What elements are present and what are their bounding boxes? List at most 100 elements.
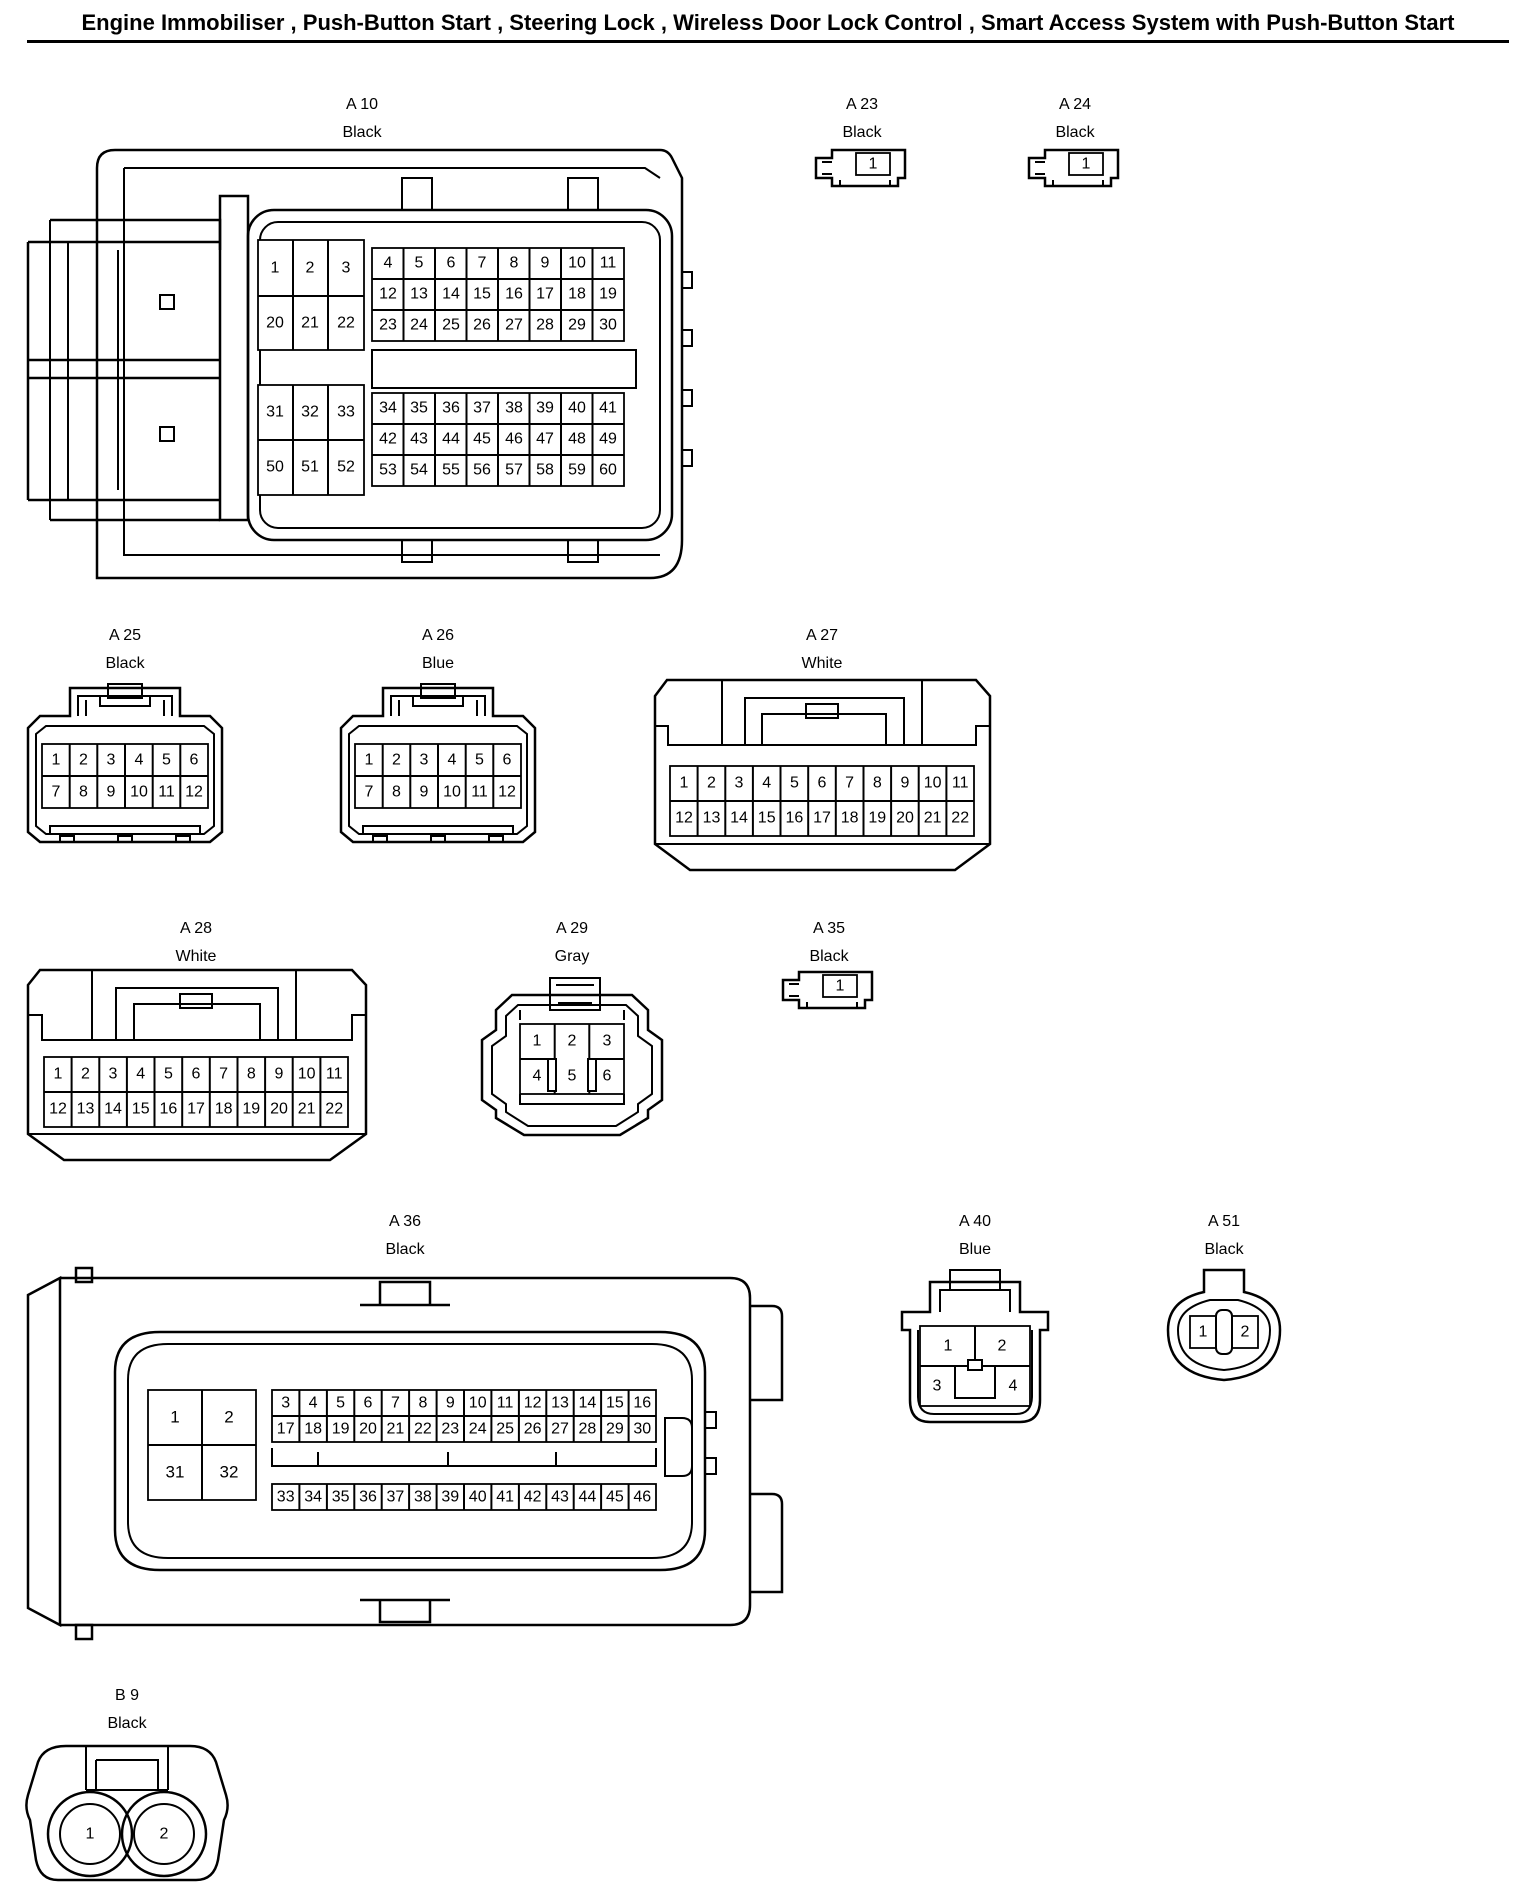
svg-text:7: 7 — [52, 784, 61, 801]
svg-text:46: 46 — [505, 431, 523, 448]
svg-text:22: 22 — [337, 315, 355, 332]
connector-color: Black — [842, 124, 882, 141]
svg-text:17: 17 — [813, 810, 831, 827]
svg-text:2: 2 — [1241, 1324, 1250, 1341]
svg-text:60: 60 — [599, 462, 617, 479]
svg-text:29: 29 — [568, 317, 586, 334]
svg-text:26: 26 — [524, 1421, 542, 1438]
connector-id: A 25 — [109, 627, 141, 644]
svg-text:30: 30 — [599, 317, 617, 334]
svg-text:5: 5 — [164, 1066, 173, 1083]
svg-text:9: 9 — [446, 1395, 455, 1412]
svg-text:30: 30 — [633, 1421, 651, 1438]
svg-text:17: 17 — [277, 1421, 295, 1438]
svg-text:1: 1 — [365, 752, 374, 769]
svg-text:7: 7 — [391, 1395, 400, 1412]
svg-text:12: 12 — [498, 784, 516, 801]
svg-text:8: 8 — [873, 775, 882, 792]
svg-text:25: 25 — [442, 317, 460, 334]
svg-text:27: 27 — [505, 317, 523, 334]
svg-text:11: 11 — [471, 784, 488, 801]
svg-text:4: 4 — [762, 775, 771, 792]
svg-text:39: 39 — [441, 1489, 459, 1506]
svg-text:6: 6 — [503, 752, 512, 769]
svg-text:1: 1 — [1082, 156, 1091, 173]
svg-text:1: 1 — [944, 1338, 953, 1355]
svg-text:4: 4 — [135, 752, 144, 769]
svg-text:41: 41 — [496, 1489, 514, 1506]
connector-color: Blue — [422, 655, 454, 672]
svg-text:3: 3 — [603, 1033, 612, 1050]
svg-text:21: 21 — [298, 1101, 316, 1118]
svg-text:10: 10 — [469, 1395, 487, 1412]
svg-text:4: 4 — [448, 752, 457, 769]
pin-grid-a40: 1 2 3 4 — [919, 1325, 1031, 1407]
svg-text:9: 9 — [541, 255, 550, 272]
svg-text:31: 31 — [266, 404, 284, 421]
svg-text:5: 5 — [162, 752, 171, 769]
connector-color: Black — [342, 124, 382, 141]
svg-text:8: 8 — [510, 255, 519, 272]
svg-text:1: 1 — [1199, 1324, 1208, 1341]
svg-text:39: 39 — [536, 400, 554, 417]
connector-id: A 29 — [556, 920, 588, 937]
svg-text:13: 13 — [410, 286, 428, 303]
svg-text:4: 4 — [1009, 1378, 1018, 1395]
svg-text:33: 33 — [277, 1489, 295, 1506]
svg-text:41: 41 — [599, 400, 617, 417]
svg-text:11: 11 — [158, 784, 175, 801]
svg-text:22: 22 — [414, 1421, 432, 1438]
svg-text:2: 2 — [160, 1826, 169, 1843]
svg-text:3: 3 — [933, 1378, 942, 1395]
svg-text:23: 23 — [441, 1421, 459, 1438]
svg-text:16: 16 — [633, 1395, 651, 1412]
svg-text:14: 14 — [579, 1395, 597, 1412]
svg-text:1: 1 — [170, 1408, 179, 1427]
svg-text:14: 14 — [104, 1101, 122, 1118]
svg-text:32: 32 — [220, 1463, 239, 1482]
svg-text:42: 42 — [379, 431, 397, 448]
svg-text:6: 6 — [192, 1066, 201, 1083]
svg-text:56: 56 — [473, 462, 491, 479]
svg-text:2: 2 — [998, 1338, 1007, 1355]
svg-text:1: 1 — [52, 752, 61, 769]
svg-text:15: 15 — [132, 1101, 150, 1118]
svg-text:36: 36 — [359, 1489, 377, 1506]
svg-text:12: 12 — [379, 286, 397, 303]
svg-text:27: 27 — [551, 1421, 569, 1438]
svg-text:53: 53 — [379, 462, 397, 479]
svg-text:4: 4 — [384, 255, 393, 272]
svg-text:10: 10 — [130, 784, 148, 801]
svg-text:6: 6 — [818, 775, 827, 792]
svg-text:9: 9 — [107, 784, 116, 801]
svg-text:49: 49 — [599, 431, 617, 448]
svg-text:45: 45 — [473, 431, 491, 448]
svg-text:43: 43 — [551, 1489, 569, 1506]
svg-text:3: 3 — [281, 1395, 290, 1412]
svg-text:19: 19 — [242, 1101, 260, 1118]
svg-text:37: 37 — [387, 1489, 405, 1506]
svg-text:9: 9 — [901, 775, 910, 792]
connector-id: A 28 — [180, 920, 212, 937]
svg-text:29: 29 — [606, 1421, 624, 1438]
svg-text:38: 38 — [505, 400, 523, 417]
connector-b9: B 9 Black 1 2 — [25, 1687, 229, 1882]
svg-text:37: 37 — [473, 400, 491, 417]
svg-text:28: 28 — [536, 317, 554, 334]
svg-text:26: 26 — [473, 317, 491, 334]
svg-text:13: 13 — [551, 1395, 569, 1412]
svg-text:21: 21 — [301, 315, 319, 332]
connector-a23: A 23 Black 1 — [814, 96, 907, 188]
svg-text:1: 1 — [54, 1066, 63, 1083]
svg-text:40: 40 — [469, 1489, 487, 1506]
svg-text:51: 51 — [301, 459, 319, 476]
svg-text:2: 2 — [81, 1066, 90, 1083]
